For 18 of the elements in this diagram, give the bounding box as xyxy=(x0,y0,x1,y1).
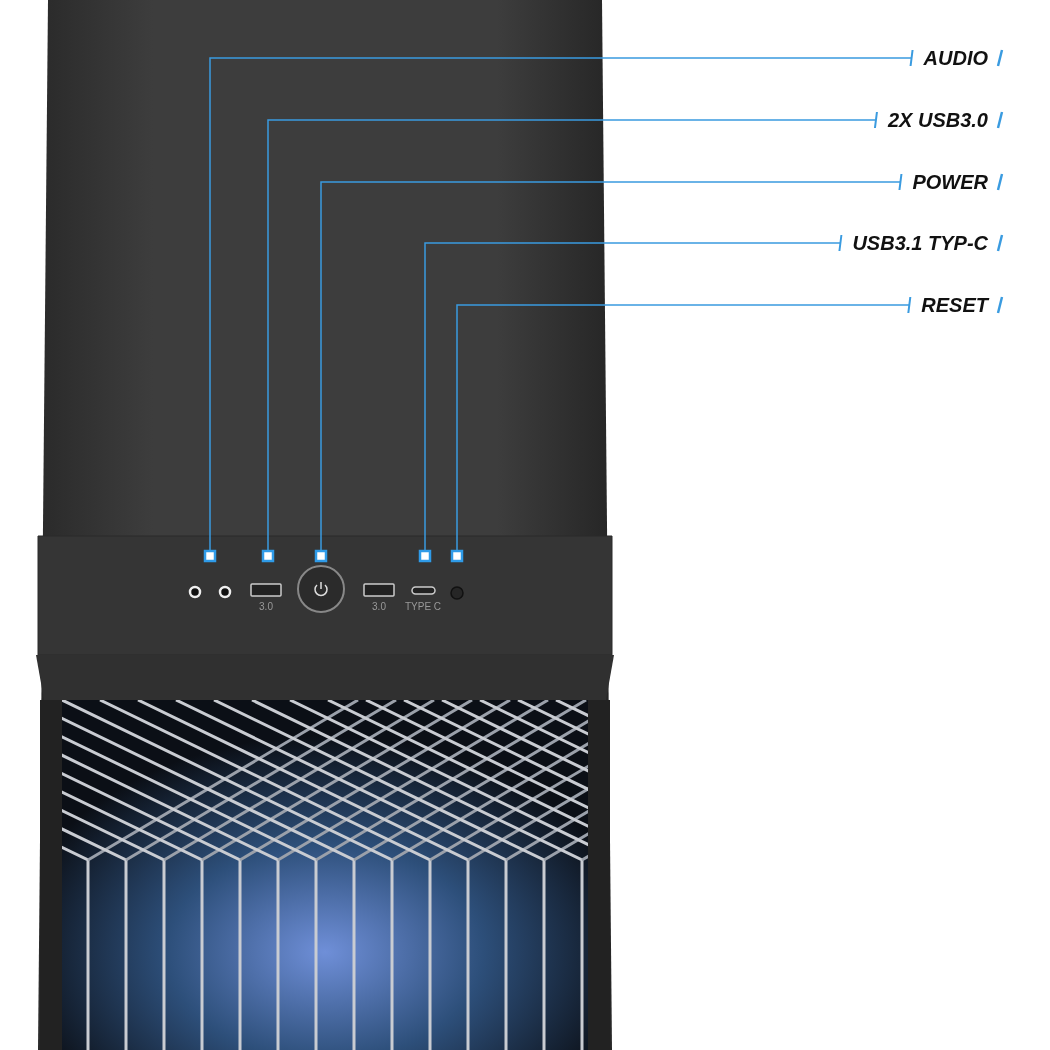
callout-marker xyxy=(261,549,275,563)
port-label: TYPE C xyxy=(404,601,442,612)
callout-label: RESET xyxy=(909,293,988,317)
port-label: 3.0 xyxy=(372,601,386,612)
port-label: 3.0 xyxy=(259,601,273,612)
callout-label: USB3.1 TYP-C xyxy=(840,231,988,255)
leader-line xyxy=(424,234,843,552)
callout-marker xyxy=(203,549,217,563)
callout-marker xyxy=(450,549,464,563)
leader-line xyxy=(267,111,878,552)
callout-marker xyxy=(314,549,328,563)
callout-label: AUDIO xyxy=(911,46,988,70)
callout-marker xyxy=(418,549,432,563)
leader-line xyxy=(209,49,914,552)
leader-line xyxy=(320,173,903,552)
leader-line xyxy=(456,296,912,552)
callout-label: 2X USB3.0 xyxy=(875,108,988,132)
callout-label: POWER xyxy=(900,170,988,194)
